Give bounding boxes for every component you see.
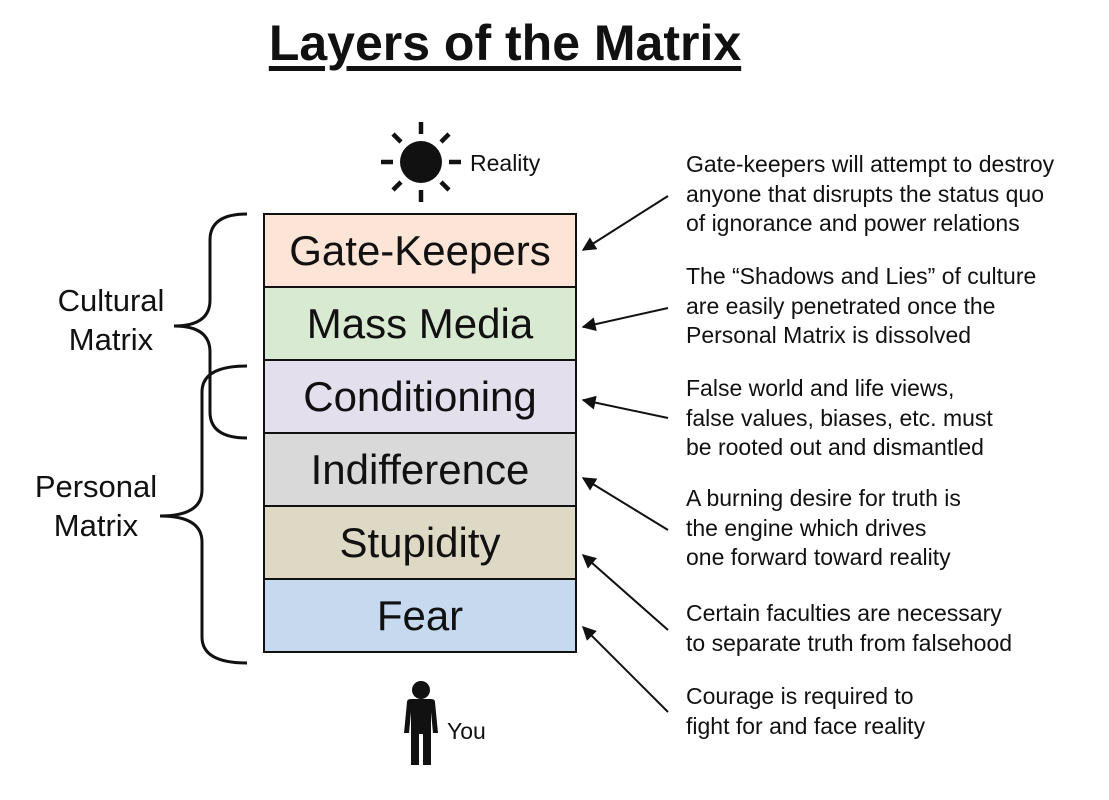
arrow-conditioning	[581, 395, 669, 419]
layer-conditioning: Conditioning	[263, 359, 577, 434]
reality-label: Reality	[470, 150, 541, 176]
note-fear: Courage is required to fight for and fac…	[686, 683, 926, 739]
diagram-title: Layers of the Matrix	[268, 15, 742, 71]
person-icon	[404, 681, 438, 765]
note-mass-media: The “Shadows and Lies” of culture are ea…	[686, 263, 1037, 348]
you-label: You	[447, 718, 486, 744]
layer-mass-media: Mass Media	[263, 286, 577, 361]
cultural-matrix-brace	[173, 212, 248, 440]
layer-label: Mass Media	[306, 299, 534, 347]
layer-stupidity: Stupidity	[263, 505, 577, 580]
note-stupidity: Certain faculties are necessary to separ…	[686, 600, 1013, 656]
layer-label: Gate-Keepers	[289, 226, 551, 274]
personal-matrix-label: Personal Matrix	[34, 469, 158, 543]
cultural-matrix-label: Cultural Matrix	[57, 283, 165, 357]
arrow-fear	[582, 626, 669, 713]
layer-fear: Fear	[263, 578, 577, 653]
note-conditioning: False world and life views, false values…	[686, 375, 993, 460]
layer-stack: Gate-Keepers Mass Media Conditioning Ind…	[263, 213, 577, 653]
arrow-indifference	[581, 477, 669, 531]
layer-label: Fear	[376, 591, 464, 639]
layer-indifference: Indifference	[263, 432, 577, 507]
personal-matrix-brace	[159, 364, 248, 665]
layer-gate-keepers: Gate-Keepers	[263, 213, 577, 288]
layer-label: Stupidity	[339, 518, 501, 566]
note-indifference: A burning desire for truth is the engine…	[686, 485, 961, 570]
arrow-gatekeepers	[581, 195, 669, 251]
layer-label: Conditioning	[303, 372, 537, 420]
arrow-mass-media	[581, 307, 669, 332]
arrow-stupidity	[581, 554, 669, 631]
sun-icon	[381, 122, 461, 202]
note-gatekeepers: Gate-keepers will attempt to destroy any…	[686, 151, 1055, 236]
layer-label: Indifference	[310, 445, 530, 493]
